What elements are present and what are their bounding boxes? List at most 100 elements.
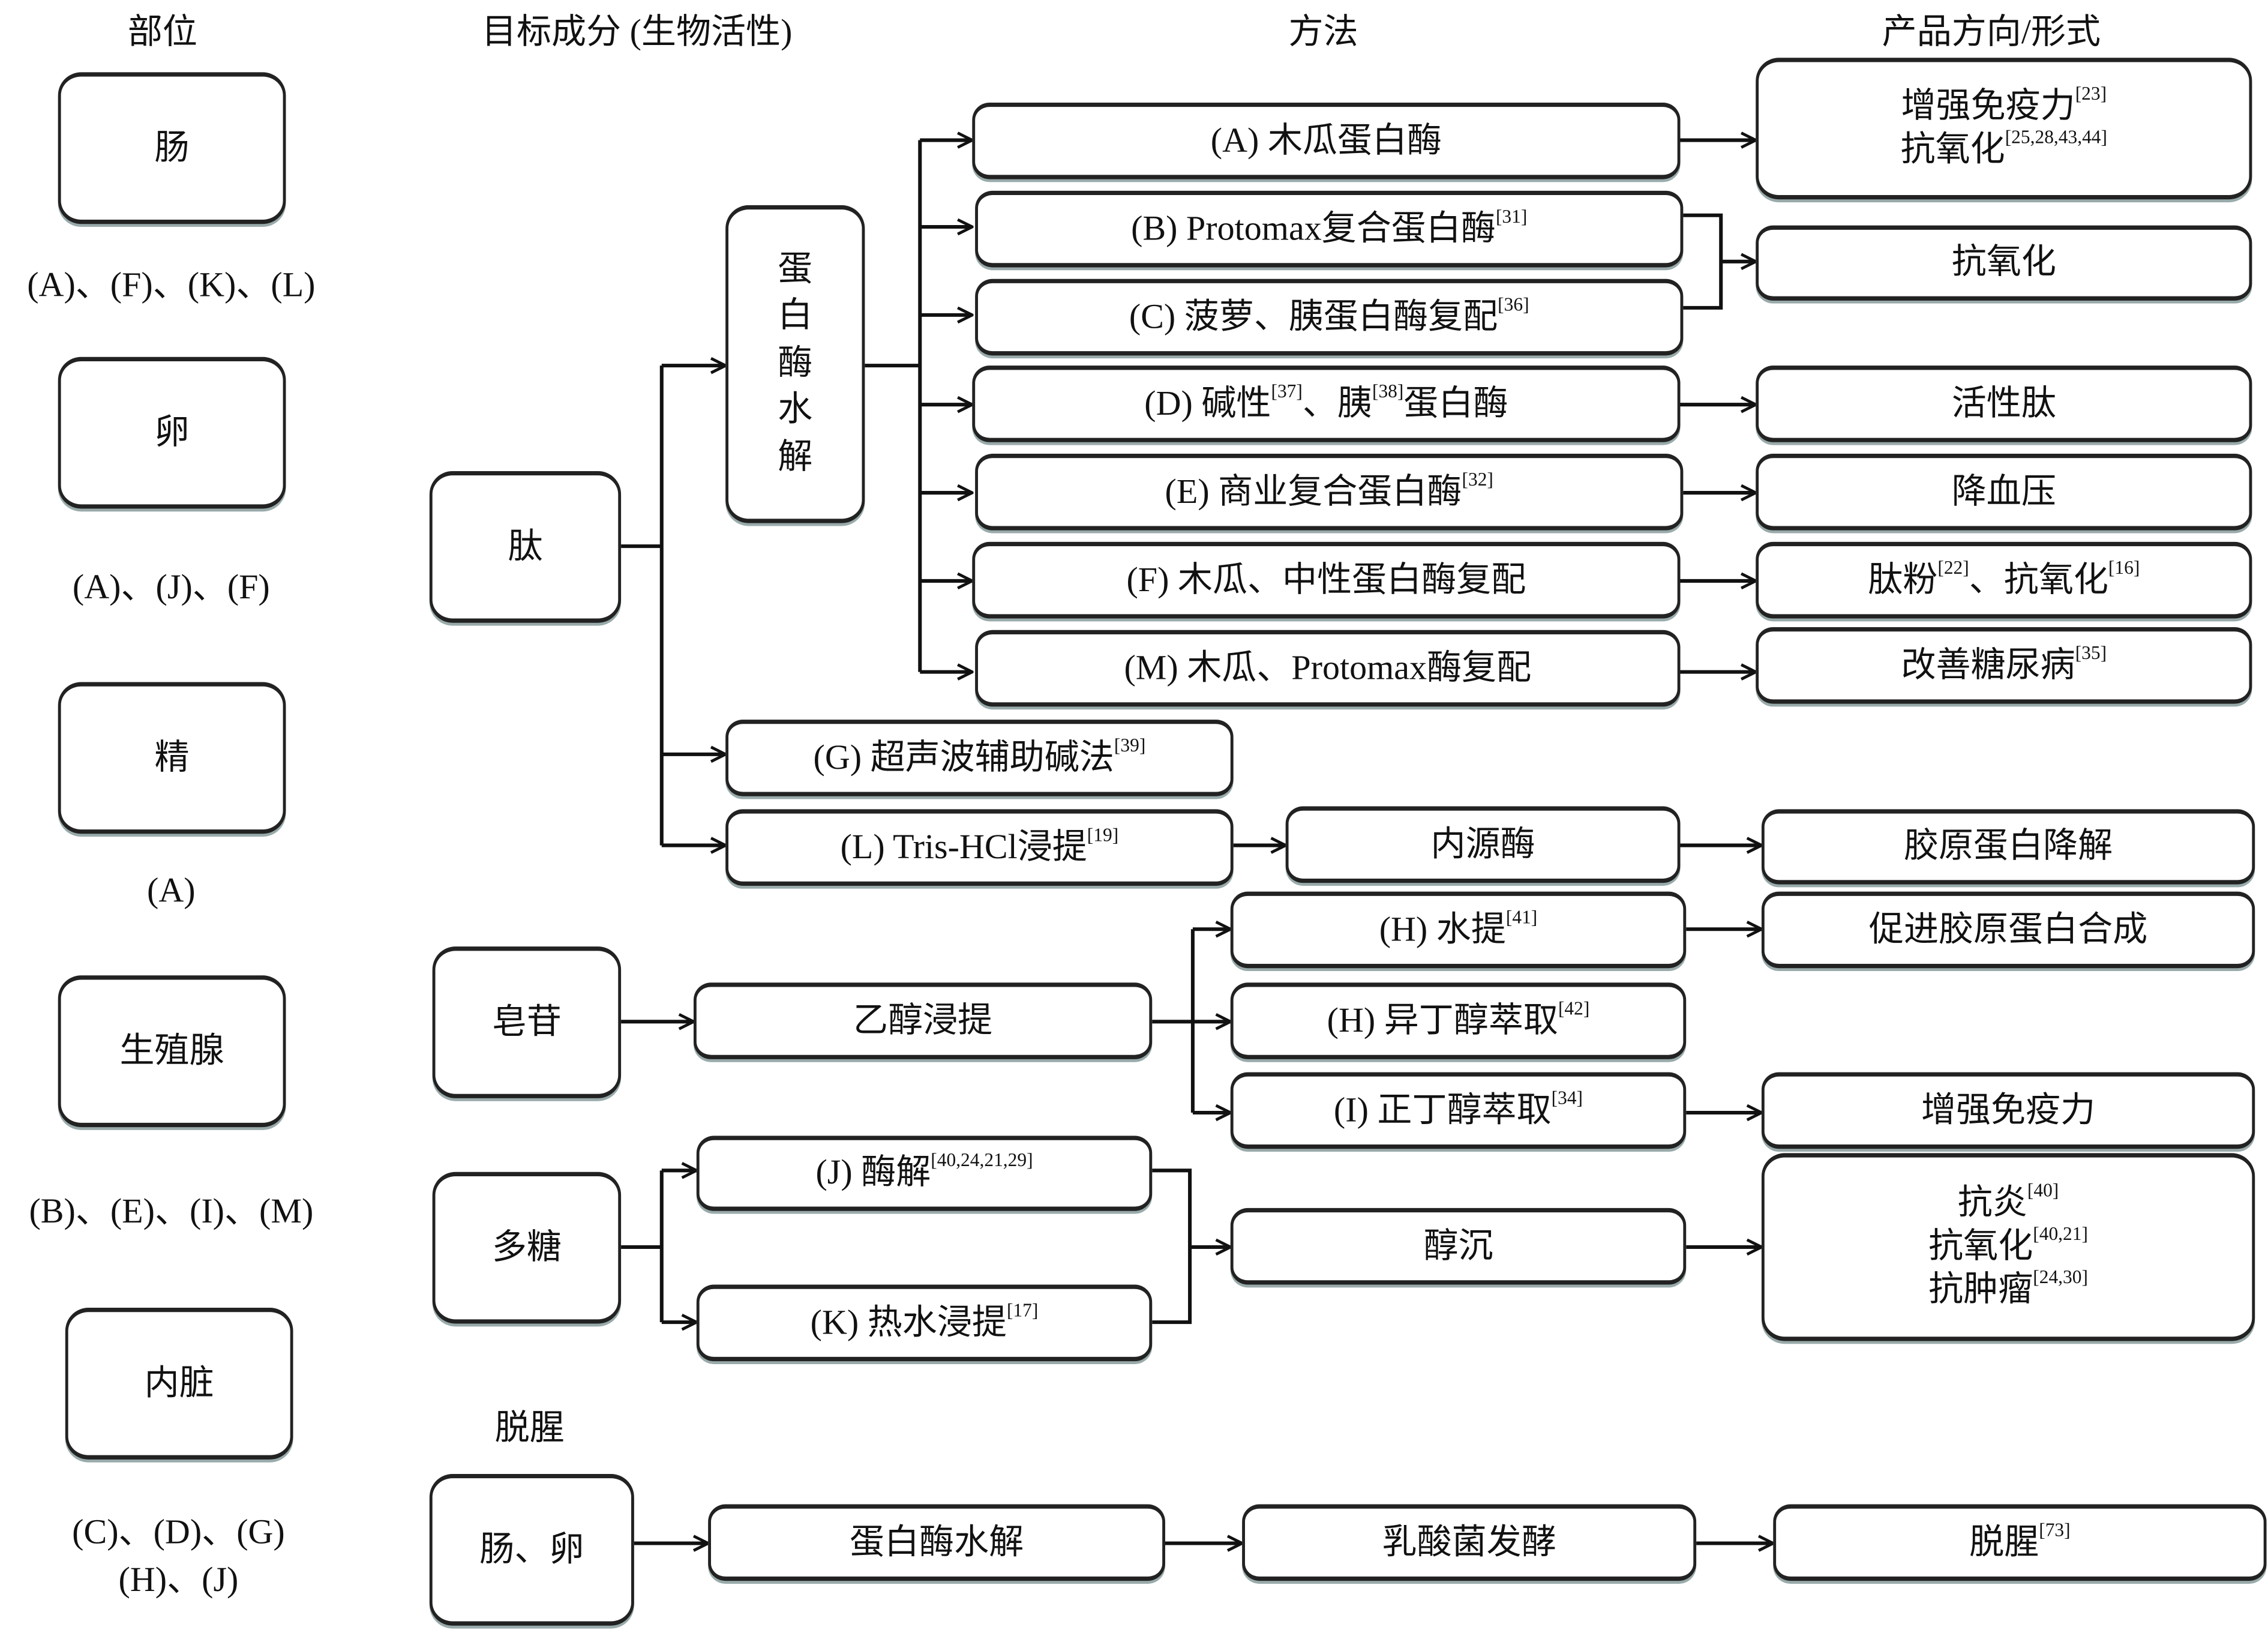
part-codes: (A)、(J)、(F) (72, 569, 270, 607)
target-box-saponin: 皂苷 (432, 946, 622, 1098)
method-text: 、胰 (1302, 385, 1372, 423)
reference: [73] (2039, 1518, 2071, 1540)
enzymolysis-char: 白 (778, 298, 813, 336)
reference: [16] (2108, 555, 2140, 577)
product-line: 抗氧化[25,28,43,44] (1900, 125, 2108, 172)
deodor-section-title: 脱腥 (494, 1410, 565, 1448)
product-line: 抗炎[40] (1957, 1179, 2059, 1226)
method-label: 内源酶 (1430, 826, 1535, 864)
reference: [40,21] (2033, 1222, 2088, 1245)
method-box-H2: (H) 异丁醇萃取[42] (1230, 982, 1687, 1059)
method-text: (K) 热水浸提 (810, 1304, 1007, 1342)
method-box-I: (I) 正丁醇萃取[34] (1230, 1072, 1687, 1149)
part-box-viscera: 内脏 (65, 1308, 293, 1460)
product-text: 抗炎 (1957, 1185, 2027, 1222)
product-text: 增强免疫力 (1921, 1092, 2096, 1129)
target-box-deodor-source: 肠、卵 (429, 1473, 634, 1626)
method-box-A: (A) 木瓜蛋白酶 (972, 102, 1681, 179)
part-label: 精 (154, 739, 190, 777)
method-box-lactic: 乳酸菌发酵 (1242, 1504, 1697, 1581)
product-box-9: 增强免疫力 (1761, 1072, 2255, 1149)
product-text: 抗氧化 (1928, 1228, 2033, 1266)
method-label: (M) 木瓜、Protomax酶复配 (1124, 649, 1532, 687)
reference: [17] (1006, 1298, 1039, 1320)
method-label: 蛋白酶水解 (849, 1524, 1024, 1562)
method-label: (B) Protomax复合蛋白酶[31] (1131, 204, 1528, 251)
product-text: 降血压 (1951, 473, 2056, 511)
part-box-intestine: 肠 (58, 72, 286, 224)
product-text: 抗氧化 (1900, 131, 2005, 169)
product-box-5: 肽粉[22]、抗氧化[16] (1756, 541, 2252, 619)
reference: [31] (1495, 204, 1528, 226)
product-line: 改善糖尿病[35] (1901, 641, 2107, 687)
product-box-7: 胶原蛋白降解 (1761, 809, 2255, 885)
reference: [41] (1505, 905, 1538, 927)
method-label: (I) 正丁醇萃取[34] (1334, 1086, 1583, 1132)
method-box-endogenous-enzyme: 内源酶 (1285, 806, 1681, 883)
method-box-ethanol: 乙醇浸提 (693, 982, 1153, 1059)
method-box-E: (E) 商业复合蛋白酶[32] (975, 454, 1684, 531)
line-enz-trunk (865, 140, 922, 672)
product-text: 活性肽 (1951, 385, 2056, 423)
header-method: 方法 (1288, 14, 1358, 52)
reference: [42] (1558, 996, 1590, 1018)
method-label: (F) 木瓜、中性蛋白酶复配 (1126, 561, 1526, 600)
reference: [39] (1114, 733, 1146, 756)
method-label: (K) 热水浸提[17] (810, 1298, 1039, 1344)
method-text: (E) 商业复合蛋白酶 (1165, 473, 1462, 511)
method-box-B: (B) Protomax复合蛋白酶[31] (975, 190, 1684, 268)
enzymolysis-char: 水 (778, 391, 813, 430)
method-text: (B) Protomax复合蛋白酶 (1131, 210, 1496, 248)
reference: [25,28,43,44] (2005, 125, 2108, 148)
part-codes: (A) (147, 873, 196, 910)
method-box-J: (J) 酶解[40,24,21,29] (696, 1135, 1153, 1211)
method-text: (J) 酶解 (815, 1154, 931, 1192)
product-text: 、抗氧化 (1969, 561, 2108, 600)
target-label: 肽 (508, 528, 543, 566)
part-label: 卵 (154, 414, 190, 452)
enzymolysis-char: 酶 (778, 344, 813, 383)
product-text: 脱腥 (1969, 1524, 2039, 1562)
method-box-C: (C) 菠萝、胰蛋白酶复配[36] (975, 278, 1684, 356)
product-text: 改善糖尿病 (1901, 646, 2075, 685)
product-box-11: 脱腥[73] (1773, 1504, 2267, 1581)
method-box-K: (K) 热水浸提[17] (696, 1284, 1153, 1362)
method-text: (C) 菠萝、胰蛋白酶复配 (1129, 298, 1498, 336)
method-text: (H) 异丁醇萃取 (1327, 1002, 1558, 1040)
method-box-enzymolysis: 蛋 白 酶 水 解 (725, 205, 865, 523)
enzymolysis-char: 蛋 (778, 251, 813, 289)
method-label: 乙醇浸提 (853, 1002, 993, 1040)
product-box-8: 促进胶原蛋白合成 (1761, 891, 2255, 969)
part-label: 肠 (154, 129, 190, 167)
reference: [23] (2075, 82, 2107, 104)
method-label: (C) 菠萝、胰蛋白酶复配[36] (1129, 293, 1529, 338)
product-text: 胶原蛋白降解 (1903, 828, 2113, 866)
line-JK-merge (1152, 1168, 1231, 1325)
product-text: 增强免疫力 (1901, 88, 2075, 126)
line-ethanol-trunk (1152, 929, 1195, 1113)
method-box-D: (D) 碱性[37]、胰[38]蛋白酶 (972, 365, 1681, 442)
part-box-sperm: 精 (58, 682, 286, 834)
method-text: (G) 超声波辅助碱法 (813, 739, 1114, 777)
product-line: 增强免疫力[23] (1901, 82, 2107, 128)
method-label: (E) 商业复合蛋白酶[32] (1165, 468, 1493, 514)
header-product: 产品方向/形式 (1882, 14, 2101, 52)
header-target: 目标成分 (生物活性) (481, 14, 793, 52)
method-text: (L) Tris-HCl浸提 (840, 828, 1087, 867)
reference: [37] (1271, 379, 1303, 401)
part-codes: (B)、(E)、(I)、(M) (29, 1193, 314, 1232)
method-text: (D) 碱性 (1144, 385, 1271, 423)
product-text: 抗肿瘤 (1928, 1271, 2033, 1310)
method-label: (D) 碱性[37]、胰[38]蛋白酶 (1144, 379, 1508, 426)
product-box-1: 增强免疫力[23] 抗氧化[25,28,43,44] (1756, 58, 2252, 200)
reference: [19] (1087, 823, 1119, 845)
part-label: 内脏 (144, 1365, 214, 1403)
target-label: 肠、卵 (479, 1531, 584, 1569)
line-peptide-trunk (621, 365, 664, 846)
method-box-L: (L) Tris-HCl浸提[19] (725, 809, 1234, 886)
product-text: 抗氧化 (1951, 244, 2056, 282)
reference: [24,30] (2033, 1266, 2088, 1288)
product-line: 肽粉[22]、抗氧化[16] (1868, 555, 2140, 602)
